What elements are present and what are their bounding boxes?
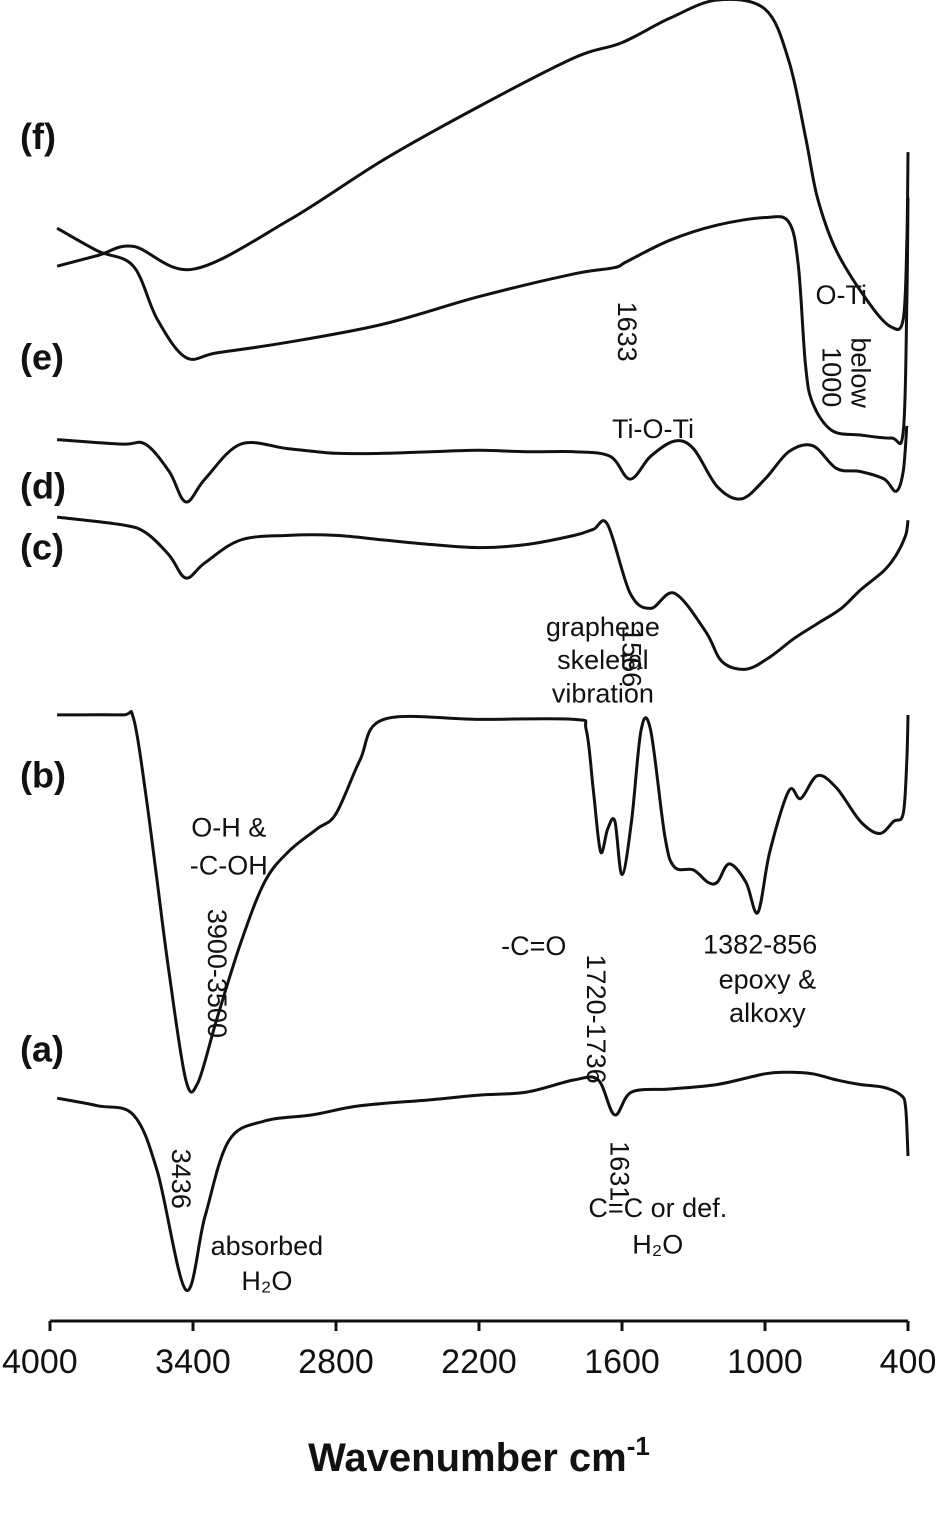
curve-label-a: (a) (20, 1028, 64, 1069)
curve-label-c: (c) (20, 527, 64, 568)
x-axis-title-exponent: -1 (627, 1431, 650, 1461)
peak-annotation: 1720-1736 (581, 955, 611, 1084)
curve-label-d: (d) (20, 466, 66, 507)
peak-annotation: absorbed (211, 1231, 324, 1261)
peak-annotation: 1566 (617, 627, 647, 687)
peak-annotation: skeletal (557, 645, 649, 675)
x-axis-title-text: Wavenumber cm (308, 1436, 627, 1480)
peak-annotations: O-H & -C-OH 3900-3500 -C=O 1720-1736 1382-856… (166, 280, 875, 1296)
peak-annotation: vibration (552, 679, 654, 709)
spectrum-line-d (57, 425, 909, 504)
spectrum-line-b (57, 710, 910, 1094)
peak-annotation: Ti-O-Ti (612, 414, 694, 444)
peak-annotation: -C=O (501, 931, 566, 961)
x-tick-label: 1000 (727, 1343, 803, 1381)
peak-annotation: epoxy & (719, 965, 817, 995)
peak-annotation: 1633 (612, 302, 642, 362)
spectrum-line-e (56, 197, 910, 446)
x-tick-label: 2800 (298, 1343, 374, 1381)
peak-annotation: graphene (546, 612, 660, 642)
curve-label-e: (e) (20, 336, 64, 377)
peak-annotation: C=C or def. (588, 1193, 727, 1223)
peak-annotation: alkoxy (729, 998, 806, 1028)
peak-annotation: 1000 (817, 347, 847, 407)
peak-annotation: 1631 (605, 1141, 635, 1201)
x-tick-label: 1600 (584, 1343, 660, 1381)
peak-annotation: below (845, 337, 875, 408)
peak-annotation: 3436 (166, 1149, 196, 1209)
x-axis: 4000 3400 2800 2200 1600 1000 400 (2, 1319, 936, 1381)
x-tick-label: 2200 (441, 1343, 517, 1381)
spectrum-line-a (56, 1070, 910, 1292)
curve-label-f: (f) (20, 116, 56, 157)
peak-annotation: 3900-3500 (202, 909, 232, 1038)
peak-annotation: 1382-856 (703, 930, 817, 960)
x-axis-title: Wavenumber cm-1 (308, 1431, 650, 1480)
peak-annotation: -C-OH (190, 851, 268, 881)
spectrum-line-c (56, 515, 910, 671)
peak-annotation: O-H & (191, 813, 266, 843)
x-axis-ticks: 4000 3400 2800 2200 1600 1000 400 (2, 1321, 936, 1381)
spectrum-line-f (56, 0, 910, 331)
peak-annotation: H₂O (632, 1229, 683, 1259)
x-tick-label: 4000 (2, 1343, 78, 1381)
peak-annotation: H₂O (241, 1266, 292, 1296)
curve-labels: (f) (e) (d) (c) (b) (a) (20, 116, 66, 1070)
peak-annotation: O-Ti (816, 280, 867, 310)
spectra-curves (56, 0, 910, 1292)
curve-label-b: (b) (20, 755, 66, 796)
x-tick-label: 400 (880, 1343, 937, 1381)
x-tick-label: 3400 (155, 1343, 231, 1381)
